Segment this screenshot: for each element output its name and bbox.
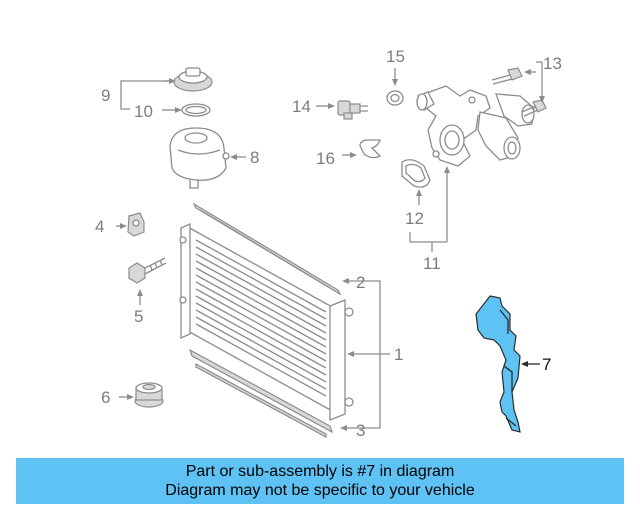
callout-15: 15 [386,47,405,66]
mounting-screw-upper-part [491,67,523,85]
callout-8: 8 [250,148,259,167]
reservoir-cap-part [173,67,213,92]
coolant-flange-housing-part [416,85,535,167]
callout-9: 9 [101,86,110,105]
lower-seal-strip-part [188,348,334,439]
callout-11: 11 [423,254,441,273]
callout-1: 1 [394,345,403,364]
bolt-part [128,257,167,284]
callout-12: 12 [405,209,424,228]
air-guide-duct-part [475,295,521,433]
callout-2: 2 [356,273,365,292]
coolant-reservoir-part [169,127,230,189]
callout-7: 7 [542,355,551,374]
bracket-part [127,212,145,237]
mounting-screw-lower-part [521,99,547,117]
banner-line-part-number: Part or sub-assembly is #7 in diagram [185,463,455,480]
temperature-sensor-part [337,100,368,120]
callout-5: 5 [134,307,143,326]
callout-6: 6 [101,388,110,407]
callout-4: 4 [95,217,104,236]
cap-seal-part [181,103,211,117]
callout-14: 14 [292,97,311,116]
banner-line-disclaimer: Diagram may not be specific to your vehi… [165,482,475,499]
info-banner: Part or sub-assembly is #7 in diagram Di… [16,458,624,504]
callout-16: 16 [316,149,335,168]
callout-3: 3 [356,421,365,440]
grommet-part [134,382,164,408]
flange-gasket-part [401,159,431,188]
parts-diagram: 9 10 8 4 5 6 [95,47,562,440]
radiator-part [179,222,354,421]
callout-10: 10 [134,102,153,121]
retaining-clip-part [359,139,382,159]
upper-seal-strip-part [192,202,342,296]
o-ring-part [386,90,404,106]
callout-13: 13 [543,54,562,73]
